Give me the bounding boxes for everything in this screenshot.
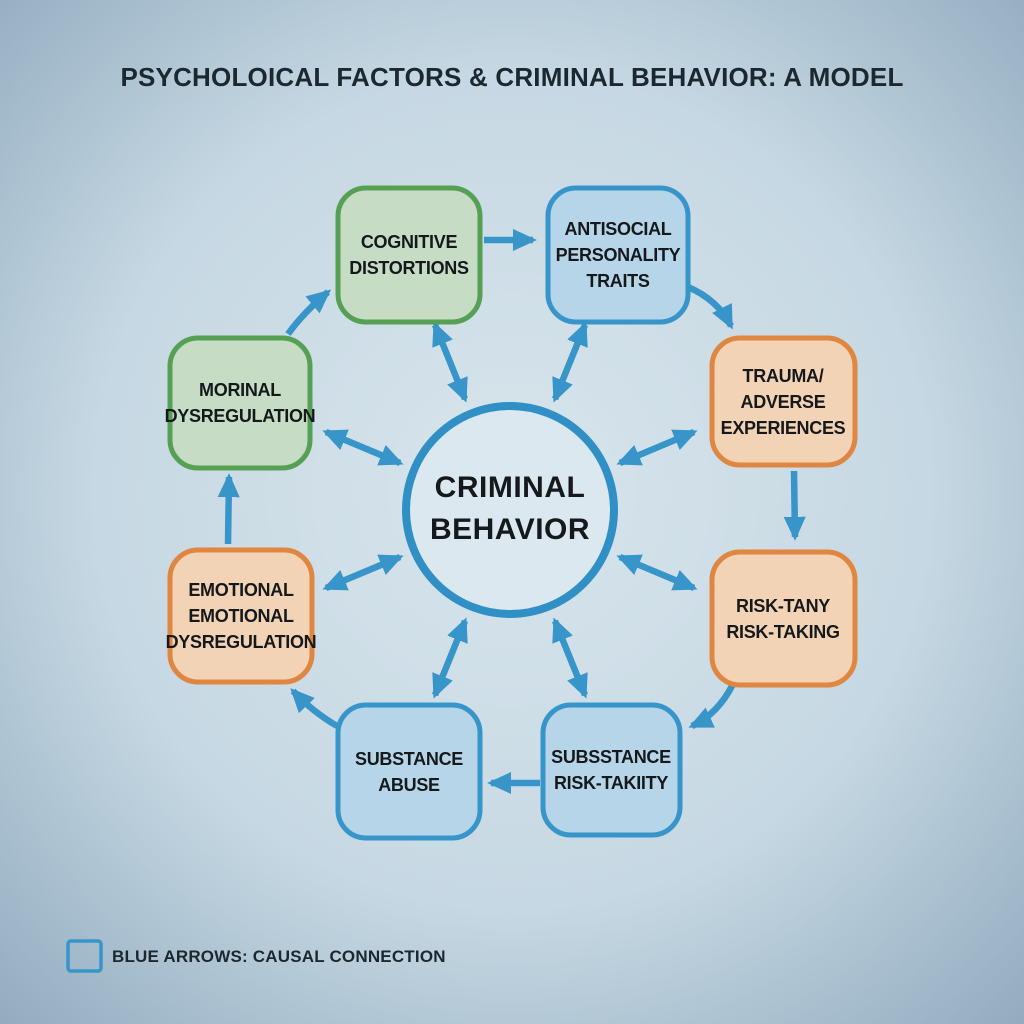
box-cognitive-distortions-line2: DISTORTIONS [349, 258, 469, 278]
box-trauma-shape [709, 335, 858, 468]
box-antisocial-line2: PERSONALITY [556, 245, 681, 265]
box-emotional-line3: DYSREGULATION [166, 632, 317, 652]
box-antisocial-personality-traits-shape [545, 185, 691, 325]
box-morinal-dysregulation-shape [167, 335, 313, 471]
box-antisocial-line1: ANTISOCIAL [565, 219, 672, 239]
center-node-criminal-behavior: CRIMINAL BEHAVIOR [402, 402, 618, 618]
box-risk-taking-line1: RISK-TANY [736, 596, 830, 616]
radial-arrow-emotional [322, 554, 404, 591]
box-cognitive-distortions-shape [335, 185, 483, 325]
radial-arrow-morinal [322, 429, 404, 466]
box-substance-risk-line1: SUBSSTANCE [551, 747, 671, 767]
box-risk-taking-shape [709, 549, 858, 688]
box-substance-abuse-line1: SUBSTANCE [355, 749, 463, 769]
box-trauma-adverse-experiences: TRAUMA/ ADVERSE EXPERIENCES [709, 335, 858, 468]
box-morinal-dysregulation: MORINAL DYSREGULATION [165, 335, 316, 471]
box-antisocial-personality-traits: ANTISOCIAL PERSONALITY TRAITS [545, 185, 691, 325]
legend-label: BLUE ARROWS: CAUSAL CONNECTION [112, 947, 446, 966]
arrow-abuse-to-emotional [290, 688, 339, 729]
box-substance-abuse-shape [335, 702, 483, 841]
center-label-line1: CRIMINAL [435, 471, 586, 504]
box-emotional-dysregulation: EMOTIONAL EMOTIONAL DYSREGULATION [166, 547, 317, 685]
legend: BLUE ARROWS: CAUSAL CONNECTION [66, 939, 446, 973]
box-cognitive-distortions: COGNITIVE DISTORTIONS [335, 185, 483, 325]
box-substance-abuse-line2: ABUSE [378, 775, 440, 795]
box-emotional-line2: EMOTIONAL [188, 606, 294, 626]
center-label-line2: BEHAVIOR [430, 513, 590, 546]
center-circle-shape [402, 402, 618, 618]
box-emotional-line1: EMOTIONAL [188, 580, 294, 600]
radial-arrow-risk-taking [616, 554, 698, 591]
box-morinal-line2: DYSREGULATION [165, 406, 316, 426]
box-cognitive-distortions-line1: COGNITIVE [361, 232, 458, 252]
diagram-title: PSYCHOLOICAL FACTORS & CRIMINAL BEHAVIOR… [120, 62, 903, 92]
box-substance-abuse: SUBSTANCE ABUSE [335, 702, 483, 841]
legend-swatch-blue-arrow [66, 939, 103, 973]
box-substance-risk-takiity-shape [540, 702, 683, 838]
radial-arrow-substance-risk [551, 617, 589, 699]
box-trauma-line3: EXPERIENCES [721, 418, 846, 438]
causal-arrows [217, 228, 806, 795]
radial-arrow-trauma [616, 429, 698, 466]
radial-arrow-antisocial [551, 321, 589, 403]
arrow-trauma-to-risk-taking [783, 470, 806, 541]
arrow-morinal-to-cognitive [285, 289, 331, 336]
radial-arrows [322, 321, 698, 699]
box-trauma-line1: TRAUMA/ [743, 366, 824, 386]
box-substance-risk-line2: RISK-TAKIITY [554, 773, 668, 793]
box-trauma-line2: ADVERSE [741, 392, 826, 412]
box-risk-taking-line2: RISK-TAKING [726, 622, 839, 642]
radial-arrow-cognitive [431, 321, 469, 403]
arrow-risk-taking-to-substance [688, 682, 736, 729]
radial-arrow-substance-abuse [431, 617, 469, 699]
box-antisocial-line3: TRAITS [586, 271, 649, 291]
box-risk-taking: RISK-TANY RISK-TAKING [709, 549, 858, 688]
arrow-antisocial-to-trauma [686, 284, 734, 330]
box-substance-risk-takiity: SUBSSTANCE RISK-TAKIITY [540, 702, 683, 838]
arrow-emotional-to-morinal [217, 473, 240, 545]
box-morinal-line1: MORINAL [199, 380, 281, 400]
box-emotional-dysregulation-shape [167, 547, 315, 685]
